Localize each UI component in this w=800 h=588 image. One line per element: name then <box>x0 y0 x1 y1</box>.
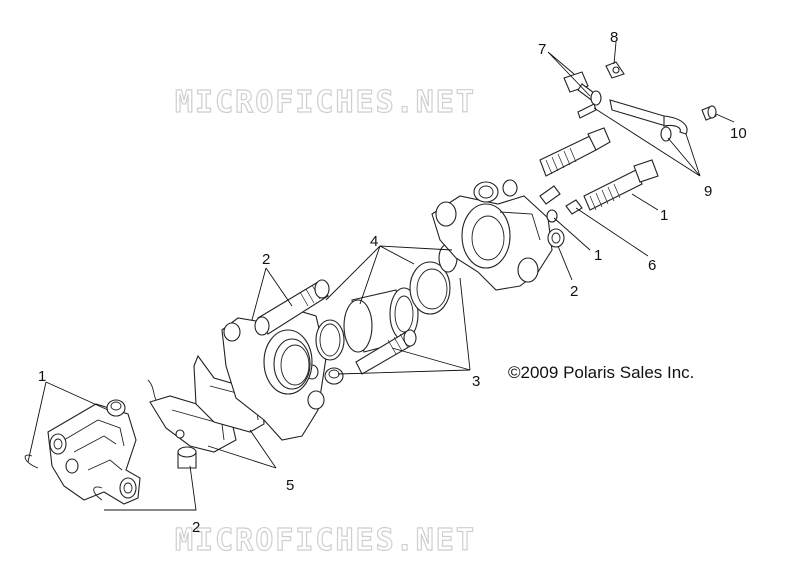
caliper-body-outer <box>431 195 553 291</box>
banjo-washer-b <box>660 126 672 142</box>
bolt-upper <box>539 127 611 177</box>
callout-2-right: 2 <box>570 283 578 300</box>
bolt-lower <box>583 159 659 211</box>
bushing-bottom <box>177 446 197 469</box>
washer-2-right <box>547 228 565 248</box>
piston-seal-ring <box>409 261 451 315</box>
callout-8: 8 <box>610 29 618 46</box>
guide-pin-right <box>355 329 417 375</box>
bushing-mid <box>324 367 344 385</box>
callout-1-right-b: 1 <box>660 207 668 224</box>
clip-left-bottom <box>93 486 103 501</box>
bleeder-screw <box>539 185 561 205</box>
o-ring-small <box>315 319 345 361</box>
brake-hose <box>609 99 688 135</box>
guide-pin-left <box>254 279 330 336</box>
watermark-top: MICROFICHES.NET <box>175 85 476 120</box>
callout-2-mid: 2 <box>262 251 270 268</box>
leader-lines <box>27 41 735 511</box>
callout-1-right-a: 1 <box>594 247 602 264</box>
callout-3: 3 <box>472 373 480 390</box>
callout-9: 9 <box>704 183 712 200</box>
callout-5: 5 <box>286 477 294 494</box>
body-small-ring <box>502 179 518 197</box>
clip-left-top <box>24 454 39 469</box>
callout-4: 4 <box>370 233 378 250</box>
fitting-6 <box>565 199 583 215</box>
watermark-bottom: MICROFICHES.NET <box>175 523 476 558</box>
callout-7: 7 <box>538 41 546 58</box>
piston-seal-large <box>263 329 313 395</box>
callout-10: 10 <box>730 125 747 142</box>
washer-6 <box>546 209 558 223</box>
banjo-washer-a <box>590 90 602 106</box>
bleed-clamp <box>605 61 625 79</box>
callout-2-bottom: 2 <box>192 519 200 536</box>
caliper-bracket <box>47 403 141 505</box>
body-seal-ring <box>473 181 499 203</box>
banjo-bolt-10 <box>701 105 717 121</box>
copyright-notice: ©2009 Polaris Sales Inc. <box>508 363 694 382</box>
bushing-top <box>106 399 126 417</box>
callout-6: 6 <box>648 257 656 274</box>
callout-1-left: 1 <box>38 368 46 385</box>
hose-clip <box>577 103 597 119</box>
